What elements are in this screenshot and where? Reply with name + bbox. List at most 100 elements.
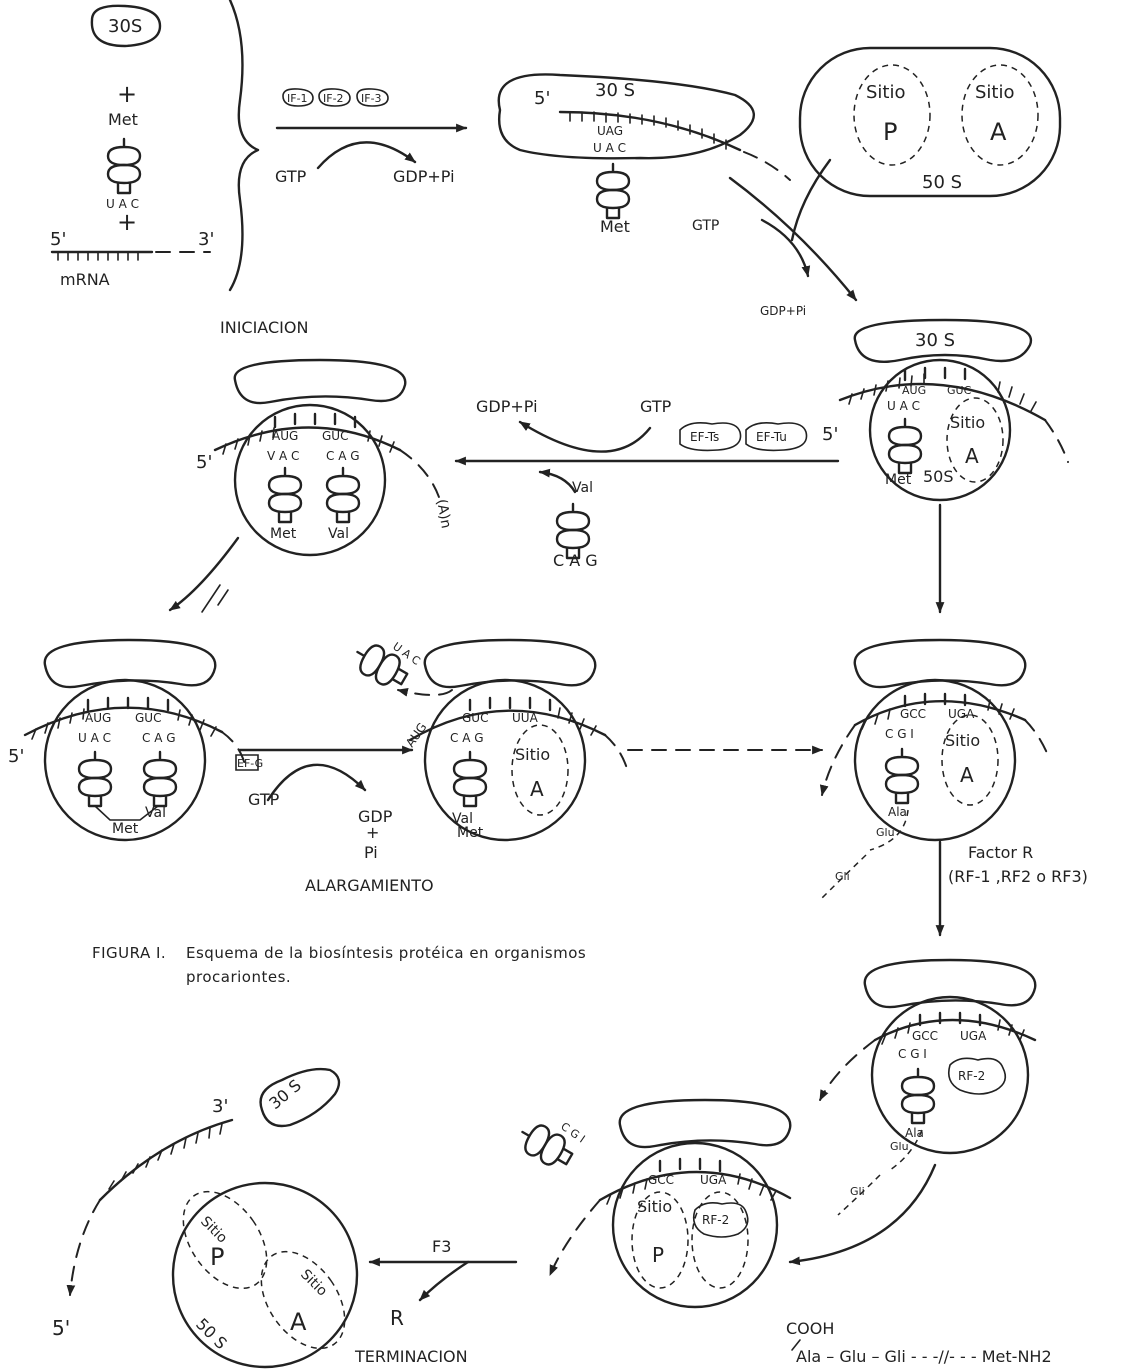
five-prime-free: 5' [52, 1316, 70, 1340]
poly-a-tail: (A)n [433, 498, 454, 530]
anticodon-cag-l2: C A G [142, 731, 176, 745]
anticodon-cgi-r3: C G I [885, 727, 914, 741]
aminoacyl-binding-step: GDP+Pi GTP EF-Ts EF-Tu Val C A G [456, 397, 838, 570]
site-p-label-free: Sitio [197, 1214, 230, 1247]
ef-ts-badge: EF-Ts [690, 430, 719, 444]
ribosome-70s-initiation: 30 S 5' AUG GUC U A C Met Sitio A 50S [822, 320, 1068, 500]
anticodon-uac-r1: U A C [887, 399, 920, 413]
ribosome-rf2-bound: GCC UGA C G I Ala RF-2 Glu Gli [790, 960, 1035, 1262]
translocation-arrow-1 [170, 538, 238, 610]
codon-uga-r3: UGA [948, 707, 975, 721]
codon-guc-l1: GUC [322, 429, 348, 443]
a-letter-m: A [530, 777, 544, 801]
plus-sign-2: + [117, 208, 137, 236]
release-factors-list: (RF-1 ,RF2 o RF3) [948, 867, 1088, 886]
trna-val-l2-icon [144, 752, 176, 806]
anticodon-uac-complex: U A C [593, 141, 626, 155]
ribosome-pretranslocation: 5' AUG GUC U A C C A G Val Met [8, 640, 245, 840]
five-prime-r1: 5' [822, 424, 838, 445]
pi-label-4: Pi [364, 843, 378, 862]
if2-badge: IF-2 [323, 92, 344, 105]
cooh-label: COOH [786, 1319, 834, 1338]
codon-uua-m: UUA [512, 711, 539, 725]
stage-elongation: ALARGAMIENTO [305, 876, 434, 895]
trna-met-l2-icon [79, 752, 111, 806]
dissociated-50s-subunit: Sitio P Sitio A 50 S [166, 1176, 362, 1367]
stage-initiation: INICIACION [220, 318, 308, 337]
initiation-complex-30s: 30 S 5' UAG U A C Met [499, 74, 790, 236]
trna-ala-r4-icon [902, 1069, 934, 1123]
release-factor-step: Factor R (RF-1 ,RF2 o RF3) [940, 842, 1088, 935]
gtp-label-3: GTP [640, 397, 672, 416]
gtp-label-4: GTP [248, 790, 280, 809]
ala-label-r3: Ala [888, 805, 907, 819]
gli-label-r4: Gli [850, 1185, 865, 1198]
gdp-pi-label-3: GDP+Pi [476, 397, 538, 416]
rf2-badge-r5: RF-2 [702, 1213, 729, 1227]
codon-uga-r4: UGA [960, 1029, 987, 1043]
ef-tu-badge: EF-Tu [756, 430, 787, 444]
s30-label: 30S [108, 16, 142, 37]
met-label-top: Met [108, 110, 138, 129]
trna-met-icon [108, 139, 140, 193]
gli-label-r3: Gli [835, 870, 850, 883]
ef-g-badge: EF-G [237, 757, 263, 770]
gdp-pi-label-1: GDP+Pi [393, 167, 455, 186]
gdp-pi-label-2: GDP+Pi [760, 304, 806, 318]
codon-aug-l2: AUG [85, 711, 111, 725]
anticodon-cag-l1: C A G [326, 449, 360, 463]
curly-brace [230, 0, 258, 290]
termination-step: F3 R TERMINACION [354, 1237, 516, 1366]
gtp-hydrolysis-arrow [318, 142, 415, 168]
p-letter-top: P [883, 118, 897, 146]
s50-label-r1: 50S [923, 467, 954, 486]
codon-aug-l1: AUG [272, 429, 298, 443]
met-label-r1: Met [885, 472, 912, 488]
val-label-incoming: Val [572, 480, 593, 496]
five-prime-l2: 5' [8, 746, 24, 767]
codon-guc-l2: GUC [135, 711, 161, 725]
codon-gcc-r4: GCC [912, 1029, 938, 1043]
trna-ala-r3-icon [886, 749, 918, 803]
plus-sign-1: + [117, 80, 137, 108]
released-30s-and-mrna: 30 S 3' 5' [52, 1069, 339, 1340]
site-a-label-r3: Sitio [945, 731, 980, 750]
reactant-group: 30S + Met U A C + 5' 3' mRNA [50, 0, 258, 290]
if1-badge: IF-1 [287, 92, 308, 105]
val-label-l2: Val [145, 805, 166, 821]
a-letter-r3: A [960, 763, 974, 787]
rf2-badge-r4: RF-2 [958, 1069, 985, 1083]
met-label-complex: Met [600, 217, 630, 236]
free-50s-subunit: Sitio Sitio P A 50 S [800, 48, 1060, 196]
gtp-label-1: GTP [275, 167, 307, 186]
met-label-l1: Met [270, 526, 297, 542]
anticodon-released: U A C [390, 640, 422, 668]
factor-r-label: Factor R [968, 843, 1033, 862]
mrna-3prime: 3' [198, 229, 214, 250]
five-prime-l1: 5' [196, 452, 212, 473]
stage-termination: TERMINACION [354, 1347, 468, 1366]
site-a-label-m: Sitio [515, 745, 550, 764]
gtp-label-2: GTP [692, 218, 719, 234]
initiation-factors-step: IF-1 IF-2 IF-3 GTP GDP+Pi [275, 89, 466, 186]
anticodon-cag-incoming: C A G [553, 551, 598, 570]
s30-label-complex: 30 S [595, 80, 635, 101]
trna-val-l1-icon [327, 468, 359, 522]
caption-label: FIGURA I. [92, 944, 166, 962]
codon-guc-m: GUC [462, 711, 488, 725]
met-label-l2: Met [112, 821, 139, 837]
ribosome-release: GCC UGA Sitio P RF-2 C G I [514, 1100, 790, 1307]
caption-line-2: procariontes. [186, 968, 291, 986]
trna-met-r1-icon [889, 419, 921, 473]
ribosome-two-trna: 5' AUG GUC V A C C A G Met Val (A)n [196, 360, 454, 555]
if3-badge: IF-3 [361, 92, 382, 105]
trna-met-l1-icon [269, 468, 301, 522]
five-prime-complex: 5' [534, 88, 550, 109]
site-p-label-r5: Sitio [637, 1197, 672, 1216]
codon-guc-r1: GUC [947, 384, 972, 397]
glu-label-r3: Glu [876, 826, 895, 839]
p-letter-r5: P [652, 1243, 664, 1267]
released-polypeptide: COOH Ala – Glu – Gli - - -//- - - Met-NH… [786, 1319, 1052, 1366]
a-letter-top: A [990, 118, 1007, 146]
